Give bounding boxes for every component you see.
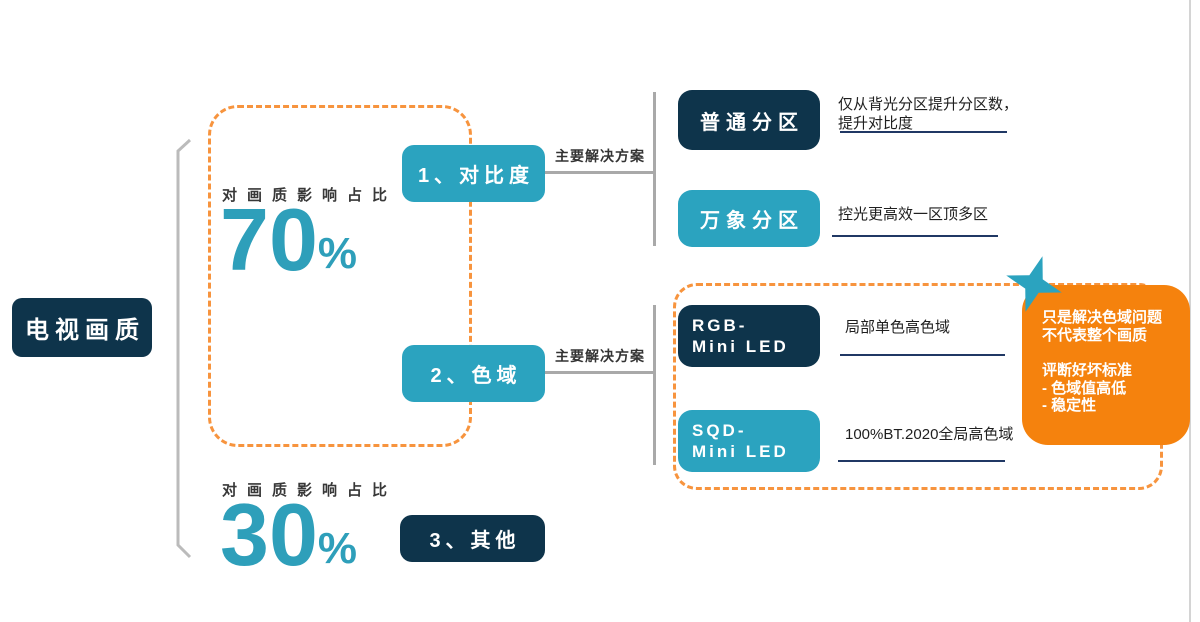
node-rgb-miniled-line1: RGB-: [692, 316, 748, 335]
root-node-label: 电视画质: [25, 317, 145, 344]
connector-vline-1: [653, 92, 656, 246]
root-node-tv-picture-quality: 电视画质: [12, 298, 152, 357]
desc-rgb-miniled: 局部单色高色域: [845, 318, 950, 337]
desc-normal-zones-line1: 仅从背光分区提升分区数，: [838, 96, 1019, 113]
connector-hline-1: [545, 171, 655, 174]
impact-unit-70: %: [317, 229, 358, 278]
gamut-note-callout: 只是解决色域问题 不代表整个画质 评断好坏标准 - 色域值高低 - 稳定性: [1022, 285, 1190, 445]
tree-bracket: [165, 130, 205, 570]
desc-normal-zones-line2: 提升对比度: [838, 115, 914, 132]
impact-value-70: 70: [220, 190, 318, 289]
desc-normal-zones: 仅从背光分区提升分区数， 提升对比度: [838, 95, 1018, 133]
node-rgb-miniled-line2: Mini LED: [692, 337, 789, 356]
branch-node-contrast-label: 1、对比度: [417, 165, 535, 187]
desc-sqd-miniled-line1: 100%BT.2020全局高色域: [845, 426, 1014, 443]
desc-rgb-miniled-line1: 局部单色高色域: [845, 319, 951, 336]
underline-rgb-miniled: [840, 354, 1005, 356]
note-line5: - 稳定性: [1042, 397, 1097, 414]
impact-value-30: 30: [220, 485, 318, 584]
connector-vline-2: [653, 305, 656, 465]
node-sqd-miniled-line2: Mini LED: [692, 442, 789, 461]
impact-number-30: 30%: [220, 491, 357, 579]
impact-unit-30: %: [317, 524, 358, 573]
branch-node-others-label: 3、其他: [429, 530, 521, 552]
branch-node-gamut-label: 2、色域: [430, 365, 522, 387]
note-line4: - 色域值高低: [1042, 379, 1127, 397]
impact-number-70: 70%: [220, 196, 357, 284]
impact-label-70: 对画质影响占比: [222, 187, 398, 204]
desc-wanxiang-zones: 控光更高效一区顶多区: [838, 205, 988, 224]
branch-node-others: 3、其他: [400, 515, 545, 562]
node-sqd-miniled-line1: SQD-: [692, 421, 747, 440]
node-sqd-miniled: SQD- Mini LED: [678, 410, 820, 472]
slide-edge-divider: [1189, 0, 1191, 622]
note-line1: 只是解决色域问题: [1042, 309, 1163, 326]
star-icon: [1002, 252, 1066, 316]
branch-node-contrast: 1、对比度: [402, 145, 545, 202]
node-wanxiang-zones: 万象分区: [678, 190, 820, 247]
underline-sqd-miniled: [838, 460, 1005, 462]
note-line2: 不代表整个画质: [1042, 326, 1148, 344]
connector-label-solutions-2: 主要解决方案: [555, 348, 645, 364]
node-rgb-miniled: RGB- Mini LED: [678, 305, 820, 367]
connector-label-solutions-1: 主要解决方案: [555, 148, 645, 164]
note-line3: 评断好坏标准: [1042, 362, 1133, 379]
desc-wanxiang-zones-line1: 控光更高效一区顶多区: [838, 206, 989, 223]
desc-sqd-miniled: 100%BT.2020全局高色域: [845, 425, 1013, 444]
connector-hline-2: [545, 371, 655, 374]
node-normal-zones-label: 普通分区: [700, 111, 804, 134]
branch-node-gamut: 2、色域: [402, 345, 545, 402]
underline-wanxiang-zones: [832, 235, 998, 237]
node-wanxiang-zones-label: 万象分区: [700, 210, 804, 232]
impact-label-30: 对画质影响占比: [222, 482, 398, 499]
node-normal-zones: 普通分区: [678, 90, 820, 150]
underline-normal-zones: [840, 131, 1007, 133]
group-70-outline: [208, 105, 472, 447]
